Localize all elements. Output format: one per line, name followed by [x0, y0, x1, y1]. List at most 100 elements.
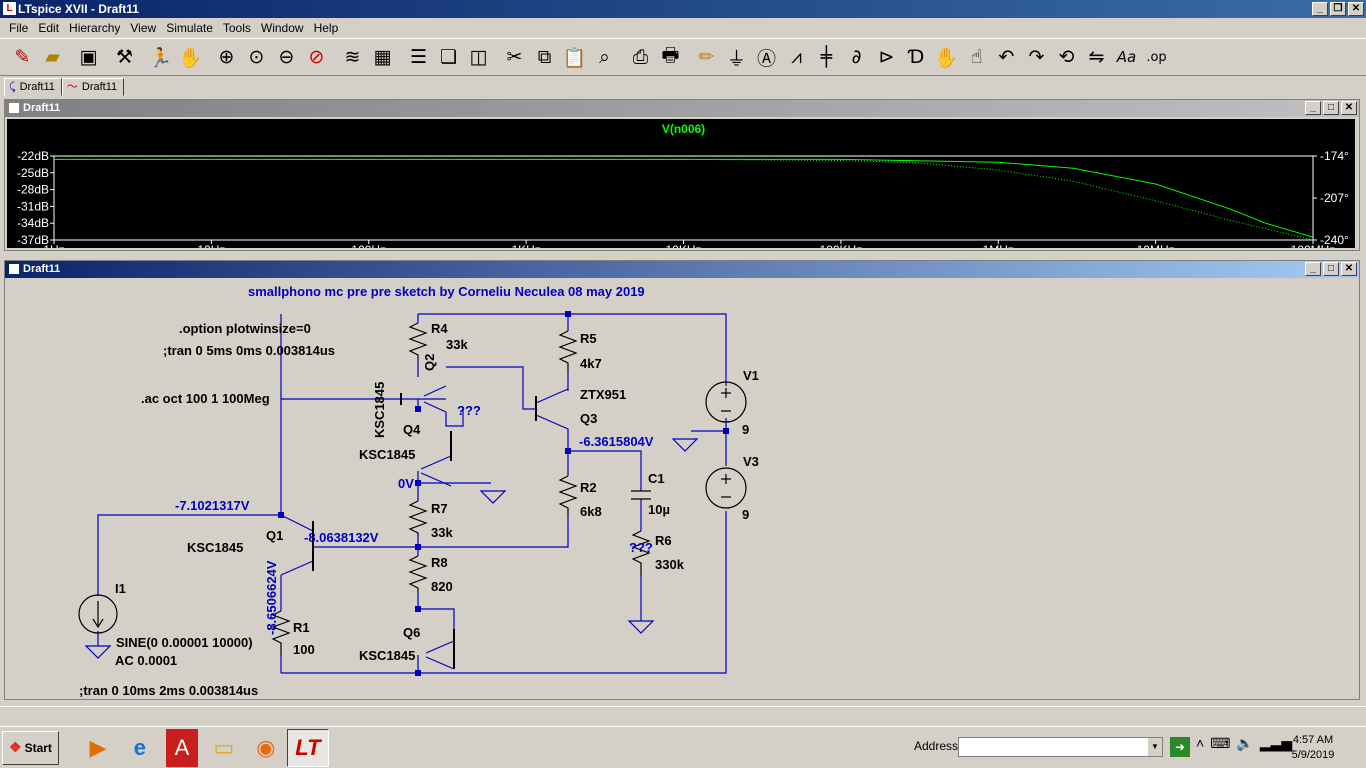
- zoom-pan-icon[interactable]: ⊙: [248, 46, 265, 68]
- zoom-out-icon[interactable]: ⊖: [278, 46, 295, 68]
- print-icon[interactable]: 🖶: [661, 44, 680, 66]
- tab-schematic[interactable]: ⤹Draft11: [4, 78, 62, 96]
- maximize-button[interactable]: ❐: [1330, 2, 1346, 16]
- spice-directive-icon[interactable]: .op: [1146, 49, 1167, 65]
- value-r8: 820: [431, 579, 453, 594]
- ground-r6: [627, 620, 655, 634]
- run-icon[interactable]: 🏃: [148, 46, 173, 69]
- tray-expand-icon[interactable]: ˄: [1196, 735, 1205, 751]
- address-input[interactable]: ▼: [958, 737, 1163, 757]
- close-button[interactable]: ✕: [1348, 2, 1364, 16]
- schematic-close-button[interactable]: ✕: [1341, 262, 1357, 276]
- mirror-icon[interactable]: ⇋: [1088, 46, 1105, 68]
- plot-minimize-button[interactable]: _: [1305, 101, 1321, 115]
- y-tick-label-left: -28dB: [17, 183, 49, 197]
- undo-icon[interactable]: ↶: [998, 46, 1015, 68]
- schematic-maximize-button[interactable]: □: [1323, 262, 1339, 276]
- menu-simulate[interactable]: Simulate: [166, 20, 213, 35]
- y-tick-label-right: -207°: [1320, 191, 1349, 205]
- menu-view[interactable]: View: [130, 20, 157, 35]
- value-v3: 9: [742, 507, 749, 522]
- find-icon[interactable]: ⌕: [599, 46, 610, 68]
- redo-icon[interactable]: ↷: [1028, 46, 1045, 68]
- resistor-r1: [271, 610, 291, 656]
- ground-icon[interactable]: ⏚: [726, 47, 746, 70]
- value-i1-sine: SINE(0 0.00001 10000): [116, 635, 253, 650]
- plot-window-title: Draft11: [23, 102, 61, 114]
- x-tick-label: 1Hz: [43, 243, 64, 248]
- tab-label: Draft11: [19, 81, 55, 93]
- go-icon[interactable]: ➜: [1170, 737, 1190, 757]
- y-tick-label-left: -25dB: [17, 166, 49, 180]
- ground-i1: [84, 645, 112, 659]
- copy-icon[interactable]: ⧉: [537, 46, 552, 68]
- current-source-arrow: [92, 601, 104, 629]
- menu-help[interactable]: Help: [313, 20, 339, 35]
- open-icon[interactable]: ▰: [45, 46, 60, 68]
- menu-hierarchy[interactable]: Hierarchy: [69, 20, 121, 35]
- value-i1-ac: AC 0.0001: [115, 653, 177, 668]
- address-dropdown-icon[interactable]: ▼: [1148, 738, 1162, 756]
- drag-icon[interactable]: ☝: [970, 46, 983, 68]
- resistor-r6: [631, 530, 651, 576]
- print-setup-icon[interactable]: ⎙: [632, 46, 649, 68]
- menu-edit[interactable]: Edit: [38, 20, 60, 35]
- firefox-icon[interactable]: ◉: [256, 734, 276, 760]
- waveform-plot[interactable]: V(n006)-22dB-25dB-28dB-31dB-34dB-37dB-17…: [7, 119, 1355, 257]
- label-q3: Q3: [580, 411, 597, 426]
- plot-close-button[interactable]: ✕: [1341, 101, 1357, 115]
- ground-v1: [671, 438, 699, 452]
- autorange-icon[interactable]: ≋: [344, 46, 361, 68]
- label-q4: Q4: [403, 422, 421, 437]
- network-icon[interactable]: ▂▃▅: [1259, 735, 1293, 751]
- media-player-icon[interactable]: ▶: [89, 734, 107, 760]
- rotate-icon[interactable]: ⟲: [1058, 46, 1075, 68]
- zoom-cancel-icon[interactable]: ⊘: [308, 46, 325, 68]
- save-icon[interactable]: ▣: [79, 46, 98, 68]
- menu-tools[interactable]: Tools: [222, 20, 251, 35]
- diode-icon[interactable]: ⊳: [878, 46, 895, 68]
- unknown-r6: ???: [629, 540, 653, 555]
- tray-device-icon[interactable]: ⌨: [1210, 735, 1231, 751]
- capacitor-icon[interactable]: ╪: [820, 46, 833, 68]
- cut-icon[interactable]: ✂: [506, 46, 523, 68]
- move-icon[interactable]: ✋: [934, 46, 959, 69]
- label-r5: R5: [580, 331, 597, 346]
- internet-explorer-icon[interactable]: e: [133, 734, 147, 760]
- ltspice-icon[interactable]: LT: [286, 728, 329, 767]
- x-tick-label: 1KHz: [511, 243, 540, 248]
- inductor-icon[interactable]: ∂: [851, 46, 862, 68]
- component-icon[interactable]: Ɗ: [908, 46, 925, 68]
- control-panel-icon[interactable]: ⚒: [115, 46, 134, 68]
- pdf-reader-icon[interactable]: A: [165, 728, 198, 767]
- file-explorer-icon[interactable]: ▭: [213, 734, 235, 760]
- cascade-icon[interactable]: ❏: [439, 46, 458, 68]
- tab-waveform[interactable]: 〜Draft11: [61, 78, 125, 96]
- resistor-icon[interactable]: ⩘: [791, 46, 802, 68]
- label-net-icon[interactable]: Ⓐ: [756, 47, 776, 70]
- menu-window[interactable]: Window: [260, 20, 304, 35]
- text-icon[interactable]: Aa: [1116, 48, 1137, 66]
- zoom-in-icon[interactable]: ⊕: [218, 46, 235, 68]
- document-tabs: ⤹Draft11 〜Draft11: [0, 78, 125, 96]
- new-schematic-icon[interactable]: ✎: [14, 46, 31, 68]
- start-button[interactable]: ❖ Start: [2, 730, 59, 765]
- schematic-canvas[interactable]: smallphono mc pre pre sketch by Corneliu…: [7, 280, 1355, 698]
- tile-vertical-icon[interactable]: ◫: [469, 46, 488, 68]
- paste-icon[interactable]: 📋: [562, 46, 587, 69]
- minimize-button[interactable]: _: [1312, 2, 1328, 16]
- clock[interactable]: 4:57 AM 5/9/2019: [1290, 733, 1336, 763]
- volume-icon[interactable]: 🔈: [1236, 735, 1254, 751]
- plot-maximize-button[interactable]: □: [1323, 101, 1339, 115]
- address-label: Address: [914, 739, 959, 753]
- tile-horizontal-icon[interactable]: ☰: [409, 46, 428, 68]
- wire-v1v3: [691, 418, 727, 466]
- tab-label: Draft11: [81, 81, 118, 93]
- label-r4: R4: [431, 321, 448, 336]
- schematic-minimize-button[interactable]: _: [1305, 262, 1321, 276]
- menu-file[interactable]: File: [9, 20, 29, 35]
- draw-wire-icon[interactable]: ✏: [698, 46, 715, 68]
- halt-icon[interactable]: ✋: [178, 46, 203, 69]
- schematic-title: smallphono mc pre pre sketch by Corneliu…: [248, 284, 645, 299]
- waveform-icon[interactable]: ▦: [373, 46, 392, 68]
